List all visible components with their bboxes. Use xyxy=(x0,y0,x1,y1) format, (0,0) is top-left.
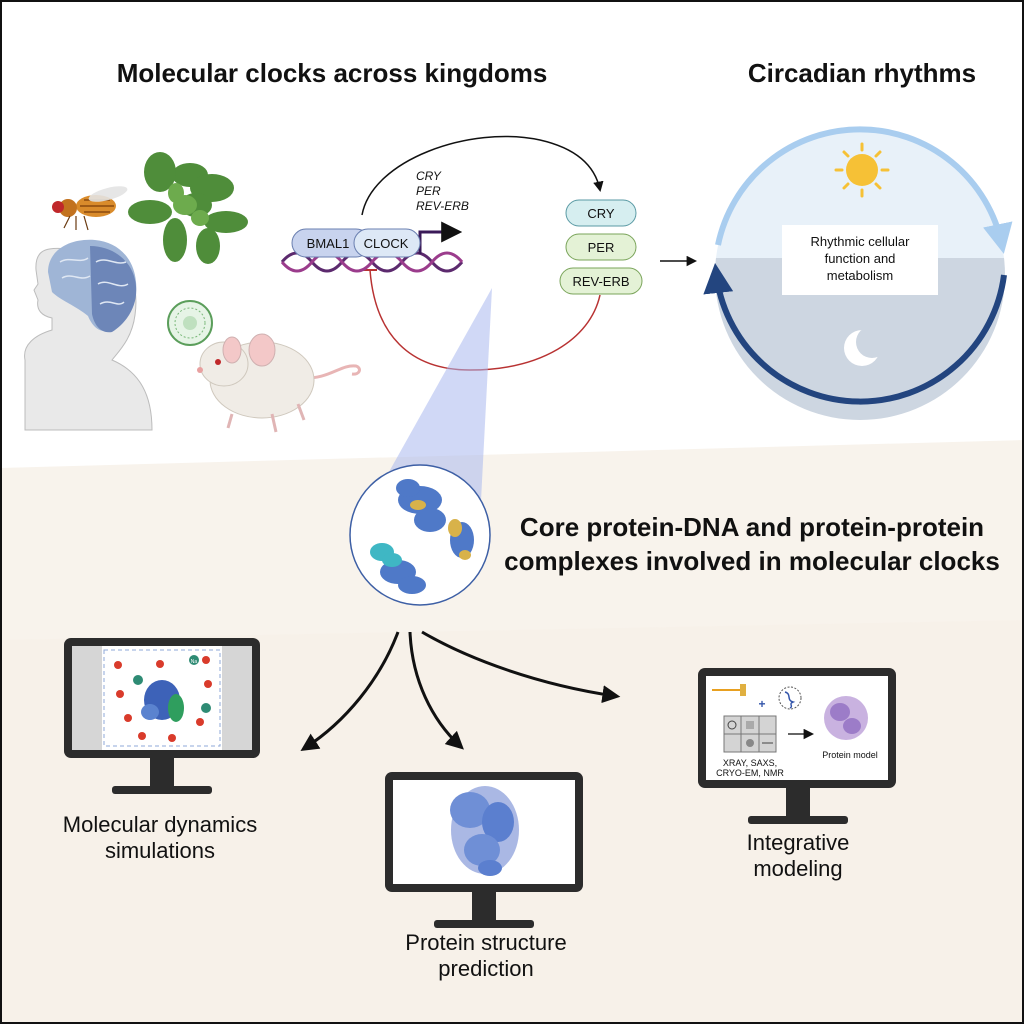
plant-arabidopsis-icon xyxy=(128,152,248,264)
arrow-to-integrative xyxy=(421,630,621,704)
human-head-icon xyxy=(24,239,153,431)
xray-beam-icon xyxy=(712,684,746,696)
zoom-cone xyxy=(362,288,492,520)
clock-label: CLOCK xyxy=(364,236,409,251)
dna-helix xyxy=(280,251,464,273)
cry-protein-label: CRY xyxy=(587,206,615,221)
complexes-title-line1: Core protein-DNA and protein-protein xyxy=(520,512,984,542)
sun-icon xyxy=(834,142,890,198)
md-label-line2: simulations xyxy=(105,838,215,863)
plus-icon: + xyxy=(758,697,765,711)
bmal1-label: BMAL1 xyxy=(307,236,350,251)
mouse-icon xyxy=(197,333,361,433)
protein-complex-structures xyxy=(370,479,474,594)
clock-protein xyxy=(353,228,421,258)
gene-label-per: PER xyxy=(416,184,441,198)
arrow-to-prediction xyxy=(408,631,464,750)
rhythm-text-line1: Rhythmic cellular xyxy=(811,234,911,249)
arrow-to-md xyxy=(300,631,400,751)
night-arc-arrow xyxy=(703,263,1007,405)
prediction-label-line2: prediction xyxy=(438,956,533,981)
protein-model-blob xyxy=(824,696,868,740)
rev-erb-protein xyxy=(559,267,643,295)
md-water-molecules xyxy=(114,656,212,742)
activation-arc-arrow xyxy=(361,135,604,216)
cell-icon xyxy=(167,300,213,346)
rhythm-text-line3: metabolism xyxy=(827,268,893,283)
title-circadian-rhythms: Circadian rhythms xyxy=(748,58,976,88)
gene-label-cry: CRY xyxy=(416,169,442,183)
cry-protein xyxy=(565,199,637,227)
integrative-label-line2: modeling xyxy=(753,856,842,881)
predicted-protein-structure xyxy=(450,786,519,876)
rhythm-box xyxy=(782,225,938,295)
md-protein-structure xyxy=(141,680,184,722)
protein-model-label: Protein model xyxy=(822,750,878,760)
complexes-title-line2: complexes involved in molecular clocks xyxy=(504,546,1000,576)
md-ions: Na xyxy=(133,655,211,713)
title-molecular-clocks: Molecular clocks across kingdoms xyxy=(117,58,548,88)
md-ion-label: Na xyxy=(191,659,198,665)
moon-icon xyxy=(844,326,888,366)
experimental-data-grid xyxy=(723,715,777,753)
sequence-structure-icon xyxy=(778,686,802,710)
gene-label-rev-erb: REV-ERB xyxy=(416,199,469,213)
techniques-line1: XRAY, SAXS, xyxy=(723,758,777,768)
rhythm-text-line2: function and xyxy=(825,251,896,266)
per-protein xyxy=(565,233,637,261)
techniques-line2: CRYO-EM, NMR xyxy=(716,768,784,778)
per-protein-label: PER xyxy=(588,240,615,255)
md-label-line1: Molecular dynamics xyxy=(63,812,257,837)
rev-erb-protein-label: REV-ERB xyxy=(572,274,629,289)
prediction-label-line1: Protein structure xyxy=(405,930,566,955)
fruit-fly-icon xyxy=(52,186,128,231)
integrative-label-line1: Integrative xyxy=(747,830,850,855)
day-arc-arrow xyxy=(715,126,1013,254)
